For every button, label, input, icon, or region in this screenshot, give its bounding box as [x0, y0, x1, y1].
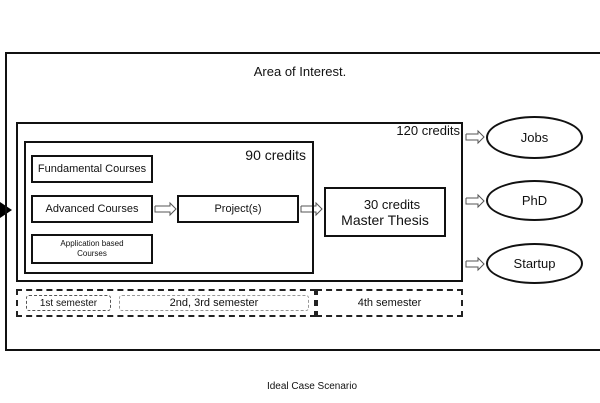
coursework-credits-label: 90 credits — [245, 147, 306, 163]
application-courses-box: Application based Courses — [31, 234, 153, 264]
coursework-90-credits-box — [24, 141, 314, 274]
arrow-to-startup — [465, 256, 485, 272]
program-120-credits-box — [16, 122, 463, 282]
thesis-credits-label: 30 credits — [363, 196, 421, 212]
arrow-to-phd — [465, 193, 485, 209]
outcome-phd-label: PhD — [521, 193, 548, 208]
first-semester-box: 1st semester — [26, 295, 111, 311]
arrow-to-jobs — [465, 129, 485, 145]
application-courses-label-line2: Courses — [77, 249, 107, 258]
advanced-courses-box: Advanced Courses — [31, 195, 153, 223]
application-courses-label-line1: Application based — [60, 239, 124, 248]
second-third-semester-box: 2nd, 3rd semester — [119, 295, 309, 311]
total-credits-label: 120 credits — [396, 123, 460, 138]
outcome-jobs-label: Jobs — [520, 130, 549, 145]
master-thesis-label: Master Thesis — [341, 211, 429, 228]
projects-box: Project(s) — [177, 195, 299, 223]
arrow-advanced-to-project — [154, 201, 177, 217]
semesters-1-3-frame — [16, 289, 316, 317]
projects-label: Project(s) — [214, 203, 262, 215]
fundamental-courses-label: Fundamental Courses — [37, 163, 147, 175]
outcome-phd: PhD — [486, 180, 583, 221]
second-third-semester-label: 2nd, 3rd semester — [169, 297, 259, 309]
fundamental-courses-box: Fundamental Courses — [31, 155, 153, 183]
outcome-startup-label: Startup — [513, 256, 556, 271]
area-title: Area of Interest. — [253, 64, 347, 79]
first-semester-label: 1st semester — [39, 297, 98, 309]
arrow-project-to-thesis — [300, 201, 323, 217]
outcome-jobs: Jobs — [486, 116, 583, 159]
master-thesis-box: 30 credits Master Thesis — [324, 187, 446, 237]
figure-caption: Ideal Case Scenario — [266, 381, 358, 392]
area-of-interest-frame — [5, 52, 600, 351]
fourth-semester-label: 4th semester — [357, 297, 422, 309]
outcome-startup: Startup — [486, 243, 583, 284]
fourth-semester-box: 4th semester — [316, 289, 463, 317]
advanced-courses-label: Advanced Courses — [45, 203, 139, 215]
